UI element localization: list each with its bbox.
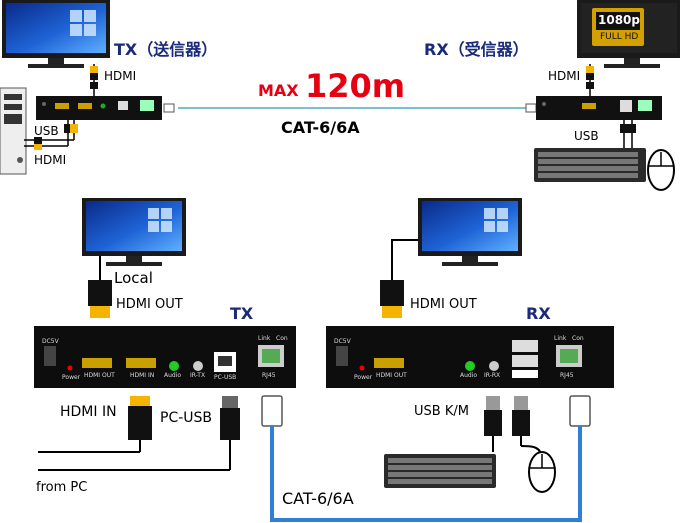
tx-top-device-icon: [36, 96, 162, 120]
rx-top-device-icon: [536, 96, 662, 120]
tx-hdmi-in-label: HDMI IN: [60, 404, 117, 420]
rx-monitor-icon: [577, 0, 680, 68]
from-pc-label: from PC: [36, 480, 88, 495]
tx-title: TX: [230, 304, 254, 323]
tx-hdmi-out-cable-icon: [88, 256, 112, 318]
rx-top-hdmi-plug-icon: [586, 64, 594, 96]
rx-rj45-label: RJ45: [560, 372, 574, 379]
bottom-cable-label: CAT-6/6A: [282, 489, 354, 508]
rx-port-hdmi-out: HDMI OUT: [376, 372, 407, 379]
rx-top-usb-plug2-icon: [628, 124, 636, 133]
tx-pc-usb-label: PC-USB: [160, 410, 213, 426]
rx-usb-label: USB: [574, 129, 599, 143]
monitor-badge-bottom: FULL HD: [600, 32, 639, 42]
tx-usb-label: USB: [34, 124, 59, 138]
rx-dc-label: DC5V: [334, 338, 351, 345]
blue-cat-cable-icon: [270, 426, 582, 522]
tx-title-top: TX（送信器）: [114, 40, 218, 59]
tx-rj45-label: RJ45: [262, 372, 276, 379]
tx-top-hdmi-plug2-icon: [70, 124, 78, 133]
rx-top-mouse-icon: [647, 149, 675, 191]
rx-port-audio: Audio: [460, 372, 478, 379]
rx-title: RX: [526, 304, 551, 323]
tx-input-cables-icon: [38, 396, 240, 471]
rx-con-label: Con: [572, 335, 584, 342]
pc-usb-plug-icon: [34, 137, 42, 144]
max-prefix: MAX: [258, 81, 299, 100]
rx-top-usb-plug1-icon: [620, 124, 628, 133]
tx-top-usb-plug-icon: [64, 124, 72, 133]
rx-link-label: Link: [554, 335, 567, 342]
tx-hdmi-label: HDMI: [104, 69, 137, 83]
tx-hdmi-out-label: HDMI OUT: [116, 297, 183, 312]
rx-power-label: Power: [354, 374, 373, 381]
top-cat-cable-icon: [163, 103, 537, 113]
rx-device-icon: [326, 326, 614, 388]
tx-port-hdmi-out: HDMI OUT: [84, 372, 115, 379]
tx-con-label: Con: [276, 335, 288, 342]
rx-port-irrx: IR-RX: [484, 372, 501, 379]
pc-tower-icon: [0, 87, 27, 175]
tx-local-monitor-icon: [82, 198, 186, 266]
tx-port-irtx: IR-TX: [190, 372, 206, 379]
rx-monitor-icon-2: [418, 198, 522, 266]
rx-mouse-icon: [528, 451, 556, 493]
pc-hdmi-plug-icon: [34, 144, 42, 150]
rx-hdmi-label: HDMI: [548, 69, 581, 83]
rx-title-top: RX（受信器）: [424, 40, 529, 59]
tx-dc-label: DC5V: [42, 338, 59, 345]
max-value: 120m: [305, 67, 406, 105]
top-cable-label: CAT-6/6A: [281, 118, 360, 137]
rx-keyboard-icon: [384, 454, 496, 488]
rx-hdmi-out-cable-icon: [380, 239, 418, 318]
tx-device-icon: [34, 326, 296, 388]
tx-port-hdmi-in: HDMI IN: [130, 372, 155, 379]
tx-local-label: Local: [114, 269, 153, 287]
rx-top-keyboard-icon: [534, 148, 646, 182]
usb-km-label: USB K/M: [414, 404, 469, 419]
tx-top-hdmi-plug-icon: [90, 64, 98, 96]
tx-port-pcusb: PC-USB: [214, 374, 237, 381]
rx-hdmi-out-label: HDMI OUT: [410, 297, 477, 312]
pc-hdmi-label: HDMI: [34, 153, 67, 167]
rx-usb-cables-icon: [484, 396, 542, 456]
tx-monitor-icon: [2, 0, 110, 68]
tx-link-label: Link: [258, 335, 271, 342]
tx-power-label: Power: [62, 374, 81, 381]
monitor-badge-top: 1080p: [598, 13, 640, 27]
tx-port-audio: Audio: [164, 372, 182, 379]
